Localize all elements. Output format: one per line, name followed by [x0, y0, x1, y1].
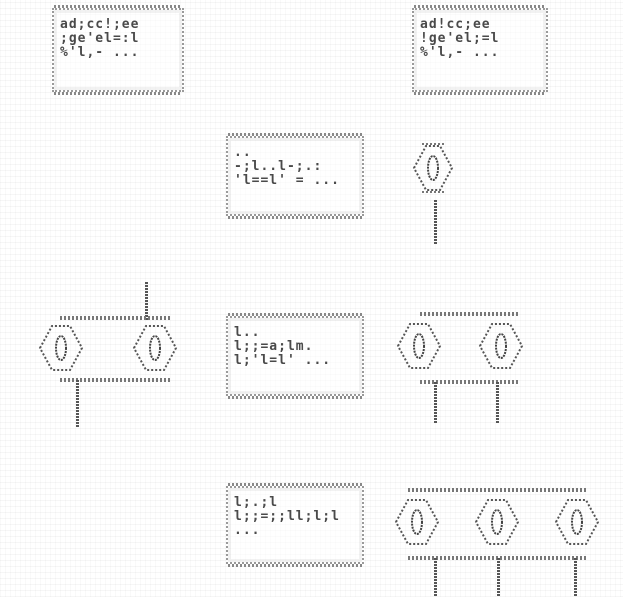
- lantern-icon: [36, 318, 86, 380]
- box-label: ad!cc;ee !ge'el;=l %'l,- ...: [420, 17, 500, 60]
- lantern-rail: [60, 378, 170, 382]
- lantern-icon: [552, 492, 602, 554]
- lantern-icon: [408, 138, 458, 200]
- lantern-post: [574, 558, 577, 596]
- diagram-box-4: l.. l;;=a;lm. l;'l=l' ...: [226, 313, 364, 399]
- lantern-rail: [60, 316, 170, 320]
- diagram-box-3: .. -;l..l-;.: 'l==l' = ...: [226, 133, 364, 219]
- diagram-box-5: l;.;l l;;=;;ll;l;l ...: [226, 483, 364, 567]
- lantern-post: [434, 558, 437, 596]
- lantern-post: [434, 382, 437, 424]
- lantern-icon: [476, 316, 526, 378]
- lantern-post: [497, 558, 500, 596]
- lantern-icon: [472, 492, 522, 554]
- lantern-post: [145, 282, 148, 320]
- lantern-post: [76, 380, 79, 428]
- lantern-icon: [130, 318, 180, 380]
- lantern-rail: [420, 380, 520, 384]
- lantern-rail: [420, 312, 520, 316]
- lantern-post: [434, 200, 437, 244]
- diagram-box-2: ad!cc;ee !ge'el;=l %'l,- ...: [412, 5, 548, 95]
- lantern-icon: [394, 316, 444, 378]
- box-label: l.. l;;=a;lm. l;'l=l' ...: [234, 325, 332, 368]
- lantern-post: [496, 382, 499, 424]
- box-label: ad;cc!;ee ;ge'el=:l %'l,- ...: [60, 17, 140, 60]
- box-label: l;.;l l;;=;;ll;l;l ...: [234, 495, 340, 538]
- diagram-box-1: ad;cc!;ee ;ge'el=:l %'l,- ...: [52, 5, 184, 95]
- box-label: .. -;l..l-;.: 'l==l' = ...: [234, 145, 340, 188]
- lantern-rail: [408, 488, 588, 492]
- lantern-icon: [392, 492, 442, 554]
